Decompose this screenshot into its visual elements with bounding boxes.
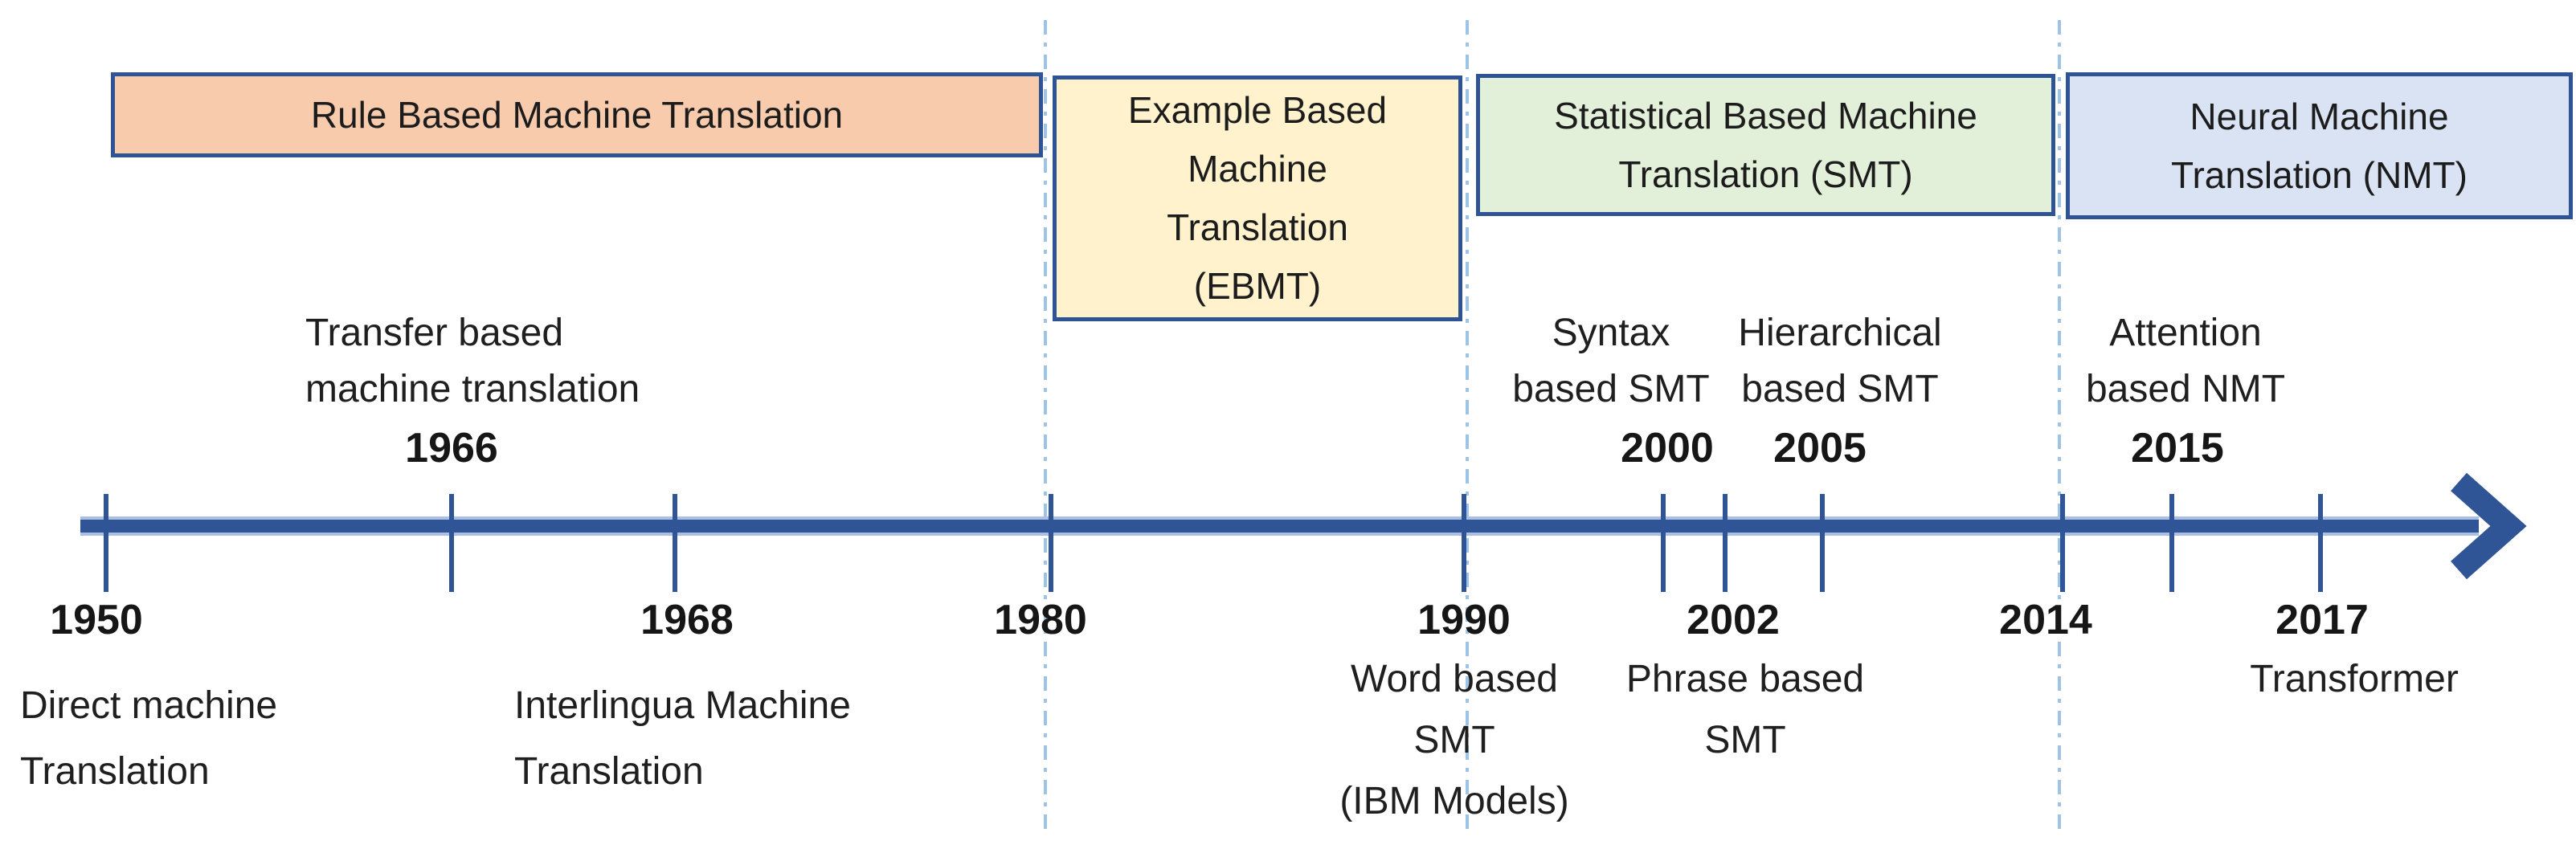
event-label-line: based SMT [1512, 368, 1710, 410]
year-label-2015: 2015 [2131, 425, 2224, 471]
event-label-line: machine translation [305, 368, 640, 410]
year-label-1950: 1950 [50, 597, 143, 643]
year-label-1990: 1990 [1417, 597, 1511, 643]
event-label-interlingua-mt: Interlingua Machine Translation [514, 673, 851, 805]
event-label-line: Direct machine [20, 684, 278, 727]
event-label-word-based-smt: Word based SMT (IBM Models) [1339, 649, 1568, 832]
year-label-1968: 1968 [640, 597, 734, 643]
era-box-rule-based-mt: Rule Based Machine Translation [111, 72, 1043, 157]
year-label-2000: 2000 [1621, 425, 1714, 471]
event-label-transformer: Transformer [2250, 649, 2459, 710]
era-box-label-line: Translation (NMT) [2171, 153, 2468, 196]
event-label-hierarchical-smt: Hierarchical based SMT [1738, 305, 1941, 418]
event-label-line: Interlingua Machine [514, 684, 851, 727]
year-label-1980: 1980 [994, 597, 1087, 643]
event-label-attention-nmt: Attention based NMT [2086, 305, 2285, 418]
tick-2015 [2169, 494, 2174, 592]
event-label-line: (IBM Models) [1339, 780, 1569, 822]
era-box-statistical-mt: Statistical Based Machine Translation (S… [1476, 74, 2055, 216]
year-label-1966: 1966 [405, 425, 498, 471]
event-label-line: Translation [514, 750, 704, 793]
era-box-label-line: Statistical Based Machine [1554, 94, 1977, 137]
event-label-direct-mt: Direct machine Translation [20, 673, 277, 805]
year-label-2005: 2005 [1773, 425, 1867, 471]
event-label-line: Transformer [2250, 658, 2459, 700]
tick-2005 [1820, 494, 1825, 592]
tick-2002 [1723, 494, 1728, 592]
tick-2017 [2318, 494, 2323, 592]
era-box-label-line: Neural Machine [2190, 95, 2449, 137]
event-label-line: Hierarchical [1738, 312, 1942, 354]
event-label-line: SMT [1413, 719, 1495, 761]
timeline-axis [80, 516, 2479, 536]
event-label-line: Word based [1351, 658, 1558, 700]
era-box-label-line: Translation [1167, 206, 1348, 248]
tick-1950 [104, 494, 108, 592]
year-label-2017: 2017 [2275, 597, 2369, 643]
era-divider-2014 [2058, 20, 2061, 831]
era-box-example-based-mt: Example Based Machine Translation (EBMT) [1053, 75, 1462, 321]
year-label-2002: 2002 [1687, 597, 1780, 643]
era-box-label-line: (EBMT) [1193, 265, 1322, 307]
event-label-line: based NMT [2085, 368, 2286, 410]
event-label-line: SMT [1704, 719, 1786, 761]
tick-1980 [1049, 494, 1053, 592]
era-box-label: Rule Based Machine Translation [310, 93, 844, 136]
event-label-transfer-mt: Transfer based machine translation [305, 305, 640, 418]
tick-1966 [449, 494, 454, 592]
event-label-phrase-based-smt: Phrase based SMT [1626, 649, 1864, 771]
era-box-neural-mt: Neural Machine Translation (NMT) [2066, 72, 2573, 219]
event-label-line: Phrase based [1625, 658, 1865, 700]
event-label-line: Transfer based [305, 312, 564, 354]
tick-1990 [1462, 494, 1466, 592]
event-label-syntax-based-smt: Syntax based SMT [1512, 305, 1709, 418]
era-box-label-line: Translation (SMT) [1618, 153, 1913, 195]
era-divider-1990 [1466, 20, 1469, 831]
event-label-line: based SMT [1741, 368, 1939, 410]
era-box-label-line: Machine [1188, 148, 1327, 190]
timeline-arrow-head-icon [2451, 472, 2527, 580]
year-label-2014: 2014 [1999, 597, 2092, 643]
era-divider-1980 [1044, 20, 1047, 831]
event-label-line: Translation [20, 750, 210, 793]
event-label-line: Attention [2109, 312, 2262, 354]
tick-2014 [2060, 494, 2065, 592]
era-box-label-line: Example Based [1127, 89, 1388, 131]
event-label-line: Syntax [1552, 312, 1670, 354]
tick-1968 [673, 494, 677, 592]
tick-2000 [1661, 494, 1666, 592]
